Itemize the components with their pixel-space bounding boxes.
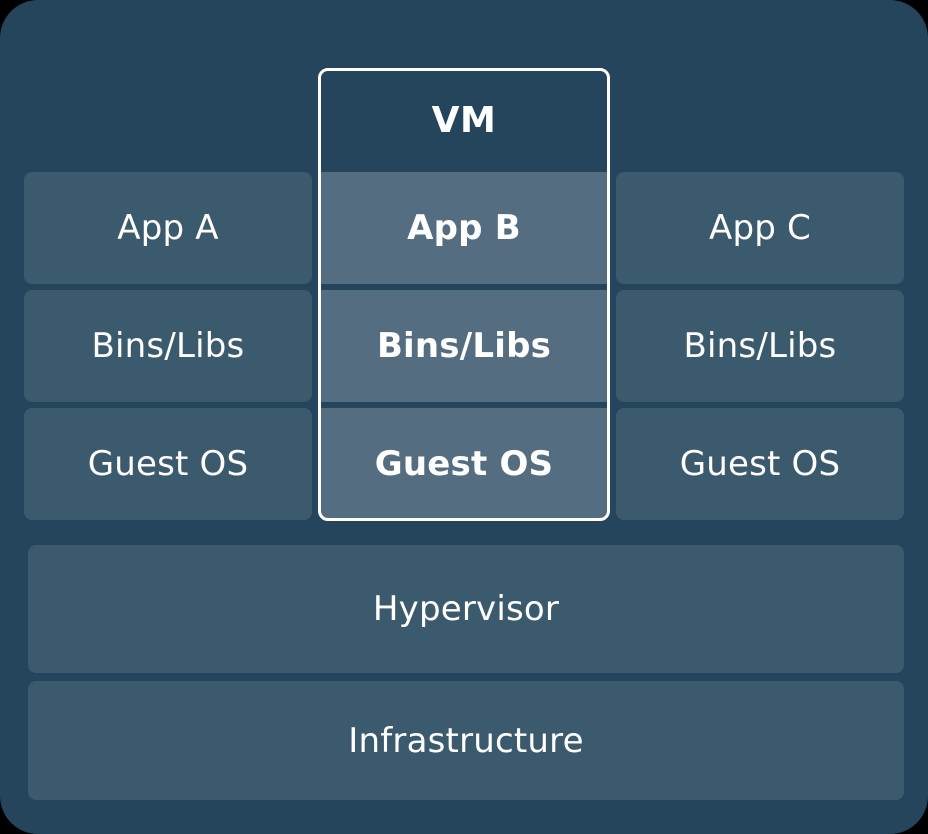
block-guestos-middle: Guest OS xyxy=(321,408,607,520)
block-infrastructure: Infrastructure xyxy=(28,681,904,800)
block-hypervisor: Hypervisor xyxy=(28,545,904,673)
block-app-a: App A xyxy=(24,172,312,284)
block-guestos-left: Guest OS xyxy=(24,408,312,520)
block-binslibs-right: Bins/Libs xyxy=(616,290,904,402)
vm-label: VM xyxy=(431,99,497,141)
block-guestos-right: Guest OS xyxy=(616,408,904,520)
block-binslibs-left: Bins/Libs xyxy=(24,290,312,402)
block-binslibs-middle: Bins/Libs xyxy=(321,290,607,402)
block-app-b: App B xyxy=(321,172,607,284)
block-app-c: App C xyxy=(616,172,904,284)
